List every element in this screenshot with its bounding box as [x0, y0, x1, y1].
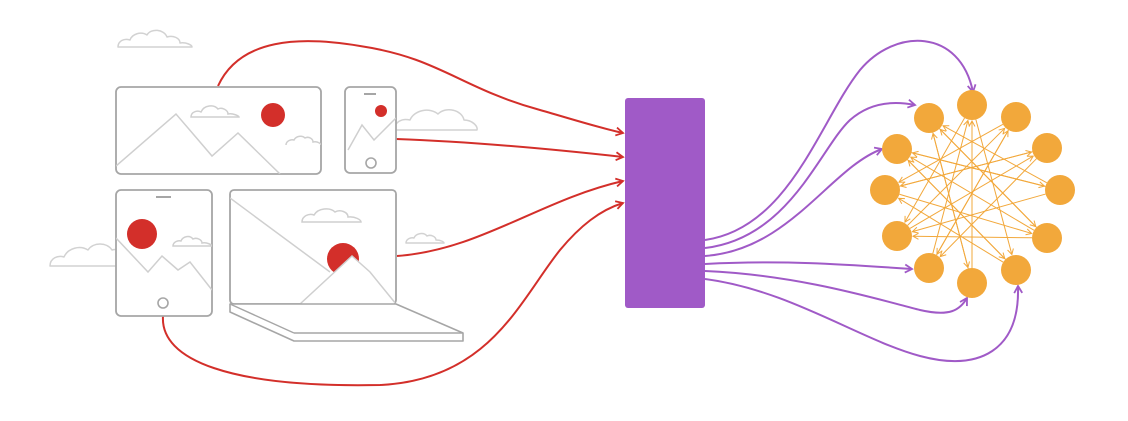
sun-icon	[127, 219, 157, 249]
network-edge	[912, 193, 1046, 232]
network-edge	[907, 128, 1005, 226]
sun-icon	[261, 103, 285, 127]
network-node	[882, 134, 912, 164]
output-arrow	[704, 99, 917, 249]
output-arrow	[704, 278, 1023, 363]
network-node	[870, 175, 900, 205]
network-edge	[899, 193, 1031, 233]
cloud-icon	[405, 232, 445, 244]
network-edge	[943, 126, 1048, 184]
smartphone-icon	[344, 86, 397, 174]
network-edge	[911, 152, 1045, 186]
processing-hub	[625, 98, 705, 308]
network-node	[1001, 102, 1031, 132]
cloud-icon	[394, 108, 478, 131]
output-arrow	[704, 39, 977, 241]
network-node	[1045, 175, 1075, 205]
output-arrow	[704, 270, 968, 314]
network-edge	[899, 152, 1032, 187]
home-button-icon	[157, 297, 169, 309]
output-arrow	[704, 146, 884, 257]
input-arrows	[161, 40, 625, 387]
network-node	[914, 253, 944, 283]
tablet-icon	[115, 189, 213, 317]
cloud-icon	[117, 29, 193, 48]
output-arrows	[704, 39, 1023, 363]
input-arrow-laptop	[396, 177, 625, 257]
input-arrow-monitor	[217, 40, 625, 137]
desktop-monitor-icon	[115, 86, 322, 175]
sun-icon	[375, 105, 387, 117]
output-arrow	[704, 261, 914, 274]
network-node	[1032, 133, 1062, 163]
network-nodes	[870, 90, 1075, 298]
laptop-icon	[229, 189, 464, 342]
network-edges	[899, 117, 1048, 269]
network-edge	[908, 160, 1006, 260]
network-edge	[975, 119, 1012, 254]
network-node	[957, 268, 987, 298]
network-node	[914, 103, 944, 133]
home-button-icon	[365, 157, 377, 169]
network-edge	[932, 120, 968, 254]
network-edge	[899, 123, 1004, 182]
network-node	[882, 221, 912, 251]
network-node	[957, 90, 987, 120]
network-node	[1032, 223, 1062, 253]
network-edge	[932, 132, 968, 268]
input-arrow-tablet	[161, 200, 625, 387]
network-edge	[905, 117, 965, 222]
input-arrow-phone	[395, 138, 625, 162]
network-edge	[940, 158, 1037, 257]
network-node	[1001, 255, 1031, 285]
network-edge	[939, 128, 1036, 227]
node-network	[870, 90, 1075, 298]
network-edge	[913, 236, 1033, 238]
